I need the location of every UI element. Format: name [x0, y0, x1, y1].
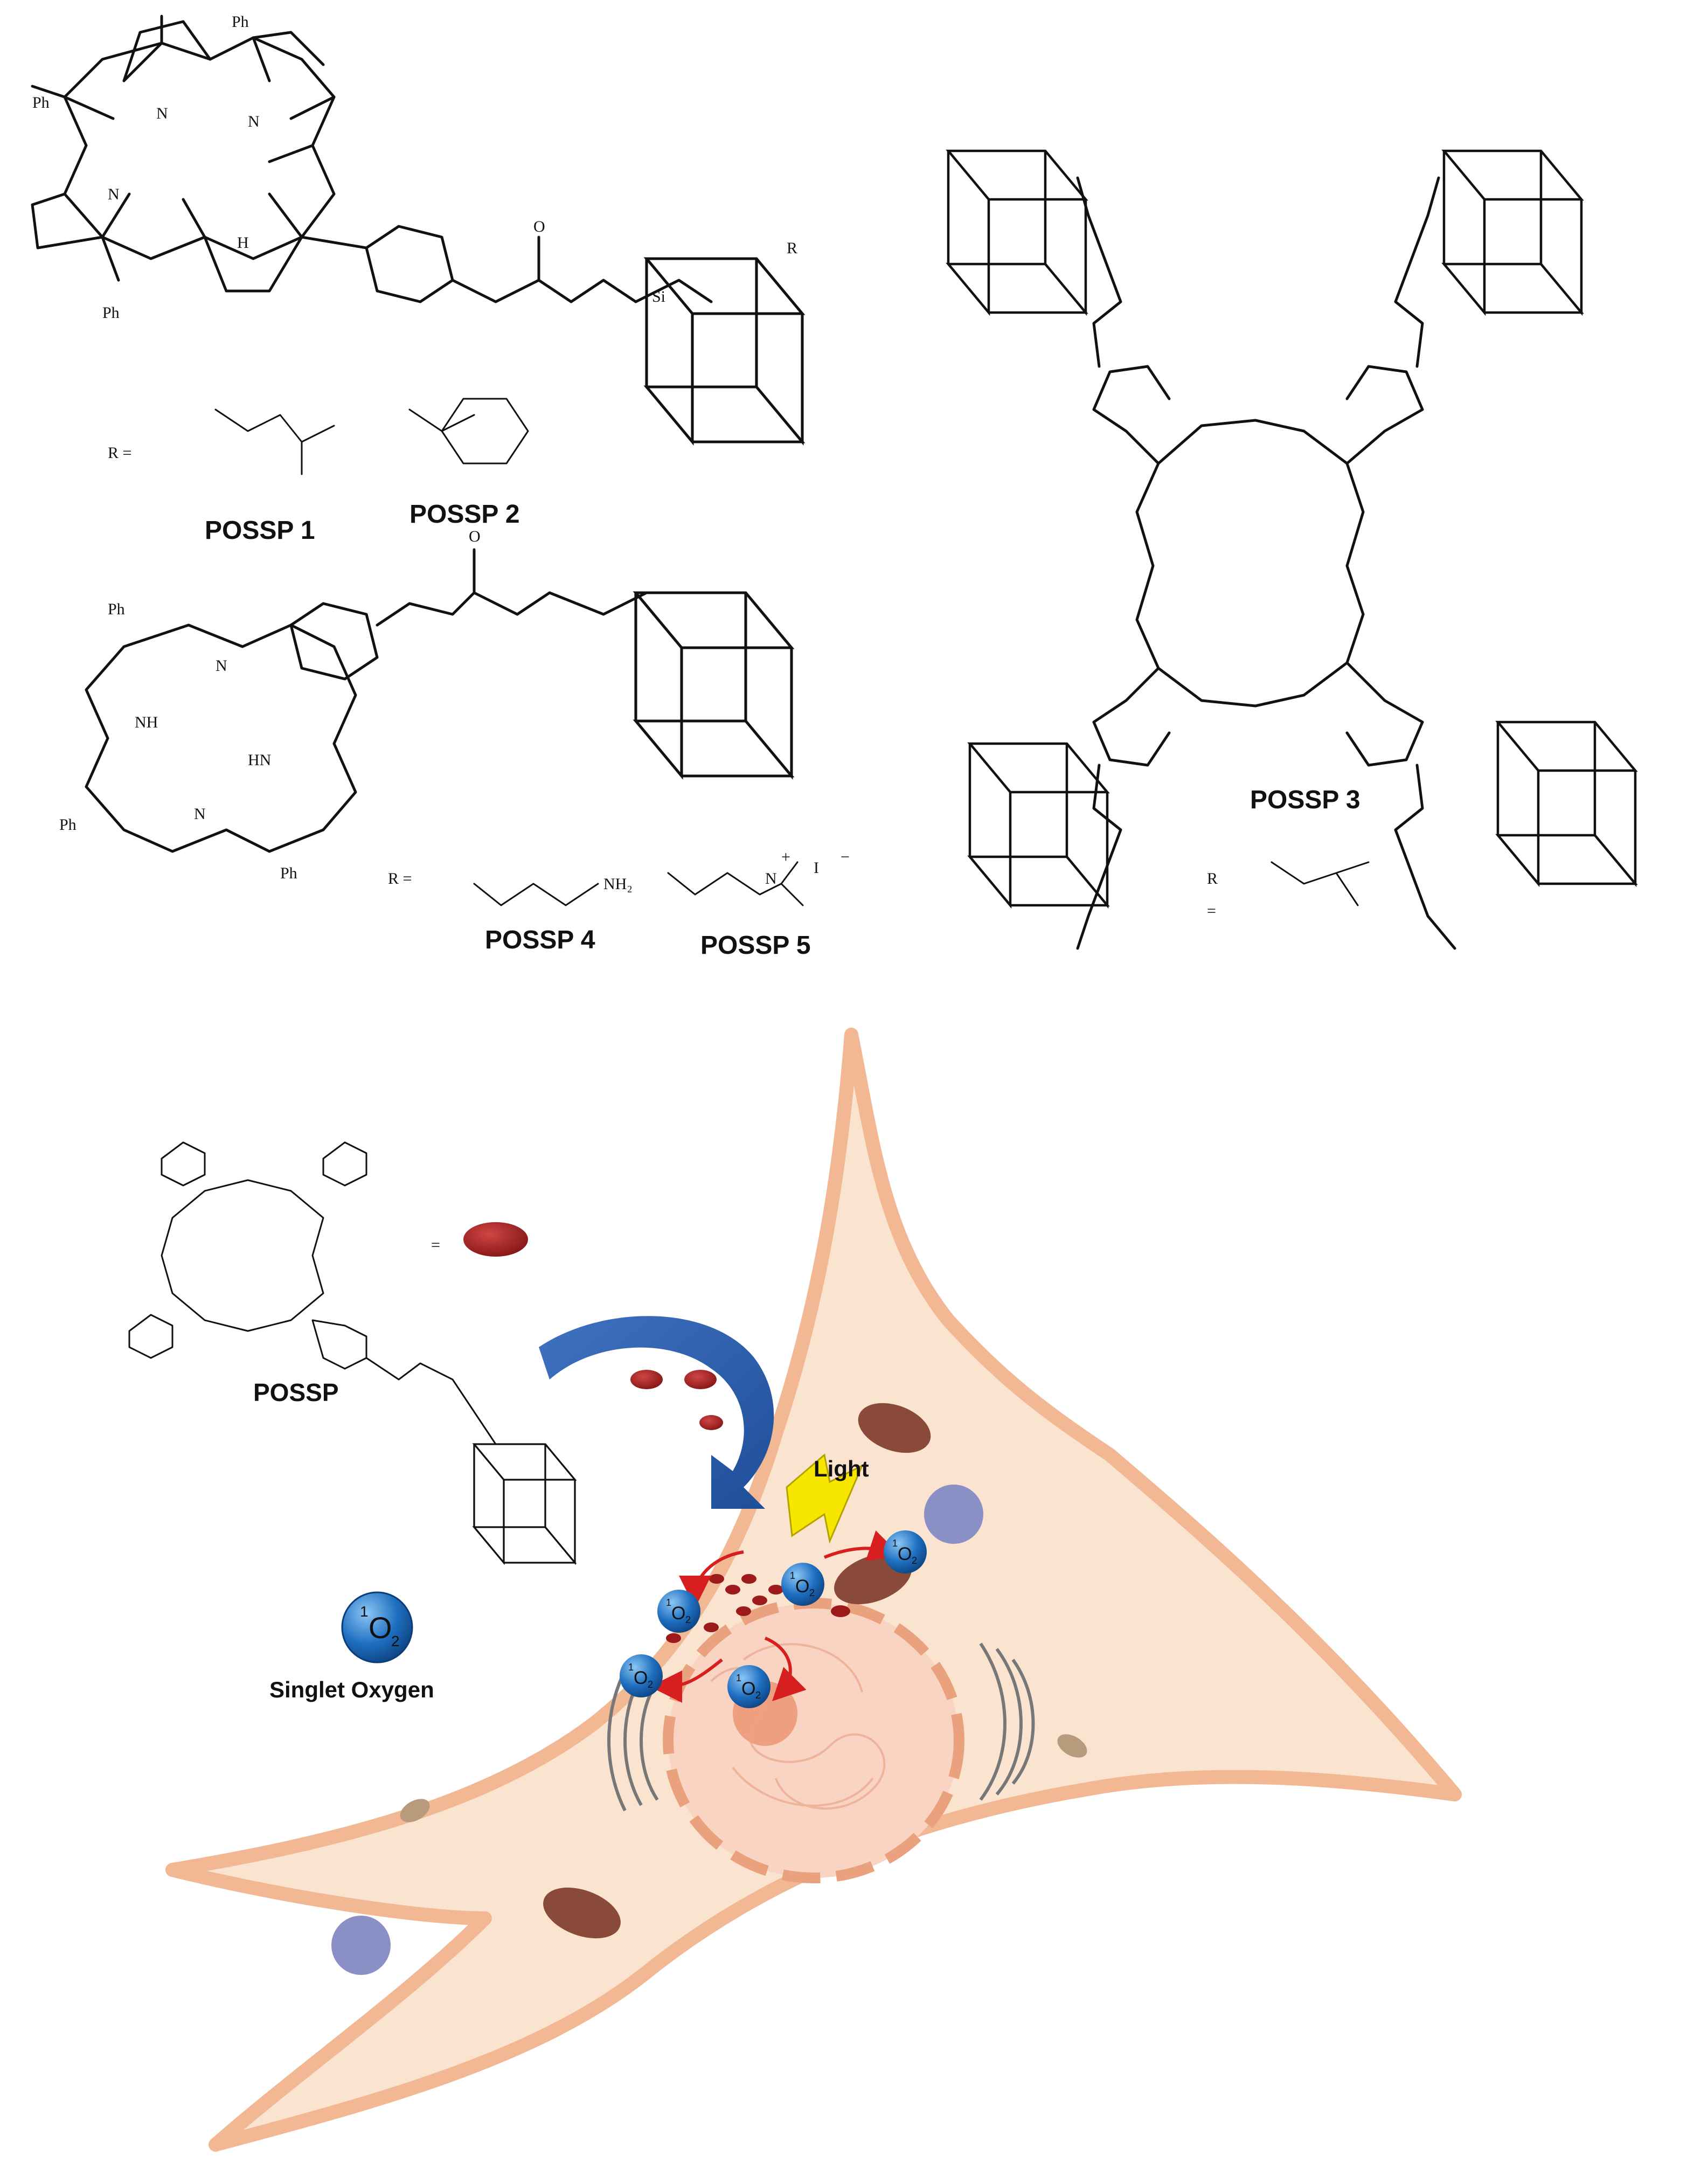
svg-text:O: O	[741, 1679, 755, 1699]
light-label: Light	[814, 1456, 869, 1481]
possp-drug-symbol	[463, 1222, 528, 1257]
nh-label-2: N	[156, 105, 168, 122]
amide-oxygen: O	[469, 528, 481, 545]
possp-molecule-sketch	[128, 1141, 576, 1564]
svg-text:2: 2	[912, 1555, 917, 1566]
ph-label-2: Ph	[232, 13, 249, 31]
pyrrole-n-4: N	[194, 805, 206, 823]
svg-text:1: 1	[736, 1673, 741, 1683]
n-label-2: N	[108, 185, 120, 203]
svg-text:O: O	[898, 1544, 912, 1564]
mitochondrion-1	[858, 1403, 931, 1453]
possp1-name: POSSP 1	[205, 516, 315, 545]
svg-text:1: 1	[666, 1597, 671, 1608]
si-label: Si	[652, 288, 665, 306]
nucleus	[663, 1598, 964, 1883]
ph-label-3: Ph	[102, 304, 120, 322]
nh2-group: NH₂	[603, 875, 633, 893]
singlet-oxygen-label: Singlet Oxygen	[269, 1677, 434, 1702]
ph-label-6: Ph	[280, 864, 297, 882]
pyrrole-n-3: HN	[248, 751, 271, 769]
ammonium-plus: +	[781, 848, 790, 866]
possp3-structure	[948, 151, 1635, 950]
n-label-1: N	[248, 113, 260, 130]
possp4-name: POSSP 4	[485, 926, 595, 954]
svg-text:1: 1	[892, 1538, 898, 1549]
svg-text:1: 1	[628, 1662, 634, 1673]
svg-text:O: O	[634, 1668, 648, 1688]
possp45-structure	[85, 548, 804, 906]
svg-text:2: 2	[391, 1633, 400, 1649]
nh-label-1: H	[237, 234, 249, 252]
possp5-name: POSSP 5	[700, 931, 811, 960]
lightning-icon	[786, 1453, 864, 1544]
possp3-r-label: R	[1207, 870, 1218, 888]
ph-label-4: Ph	[108, 600, 125, 618]
possp3-name: POSSP 3	[1250, 786, 1360, 814]
urea-oxygen: O	[533, 218, 545, 235]
iodide: I	[814, 859, 819, 877]
possp3-r-equals: =	[1207, 902, 1216, 920]
svg-text:1: 1	[790, 1570, 795, 1581]
svg-text:2: 2	[755, 1690, 761, 1701]
singlet-oxygen-legend-icon: 1 O 2	[341, 1591, 413, 1663]
vesicle-1	[924, 1485, 983, 1544]
ph-label-5: Ph	[59, 816, 77, 834]
r-equals-2: R =	[388, 870, 412, 888]
svg-text:2: 2	[685, 1614, 691, 1625]
iodide-minus: −	[841, 848, 850, 866]
r-label: R	[787, 239, 797, 257]
uptake-arrow-icon	[539, 1316, 774, 1509]
pyrrole-n-2: NH	[135, 713, 158, 731]
svg-text:2: 2	[809, 1587, 815, 1598]
possp-label: POSSP	[253, 1378, 339, 1406]
vesicle-2	[331, 1916, 391, 1975]
svg-text:2: 2	[648, 1679, 653, 1690]
mitochondrion-3	[543, 1887, 621, 1939]
ammonium-n: N	[765, 870, 777, 888]
r-equals-1: R =	[108, 444, 131, 462]
svg-text:O: O	[369, 1611, 392, 1645]
svg-text:O: O	[795, 1576, 809, 1597]
possp2-name: POSSP 2	[409, 500, 520, 529]
svg-text:O: O	[671, 1603, 685, 1624]
possp12-structure	[31, 15, 802, 475]
pyrrole-n-1: N	[216, 657, 227, 675]
ph-label-1: Ph	[32, 94, 50, 112]
svg-text:1: 1	[360, 1603, 369, 1620]
equals-sign: =	[431, 1236, 440, 1254]
